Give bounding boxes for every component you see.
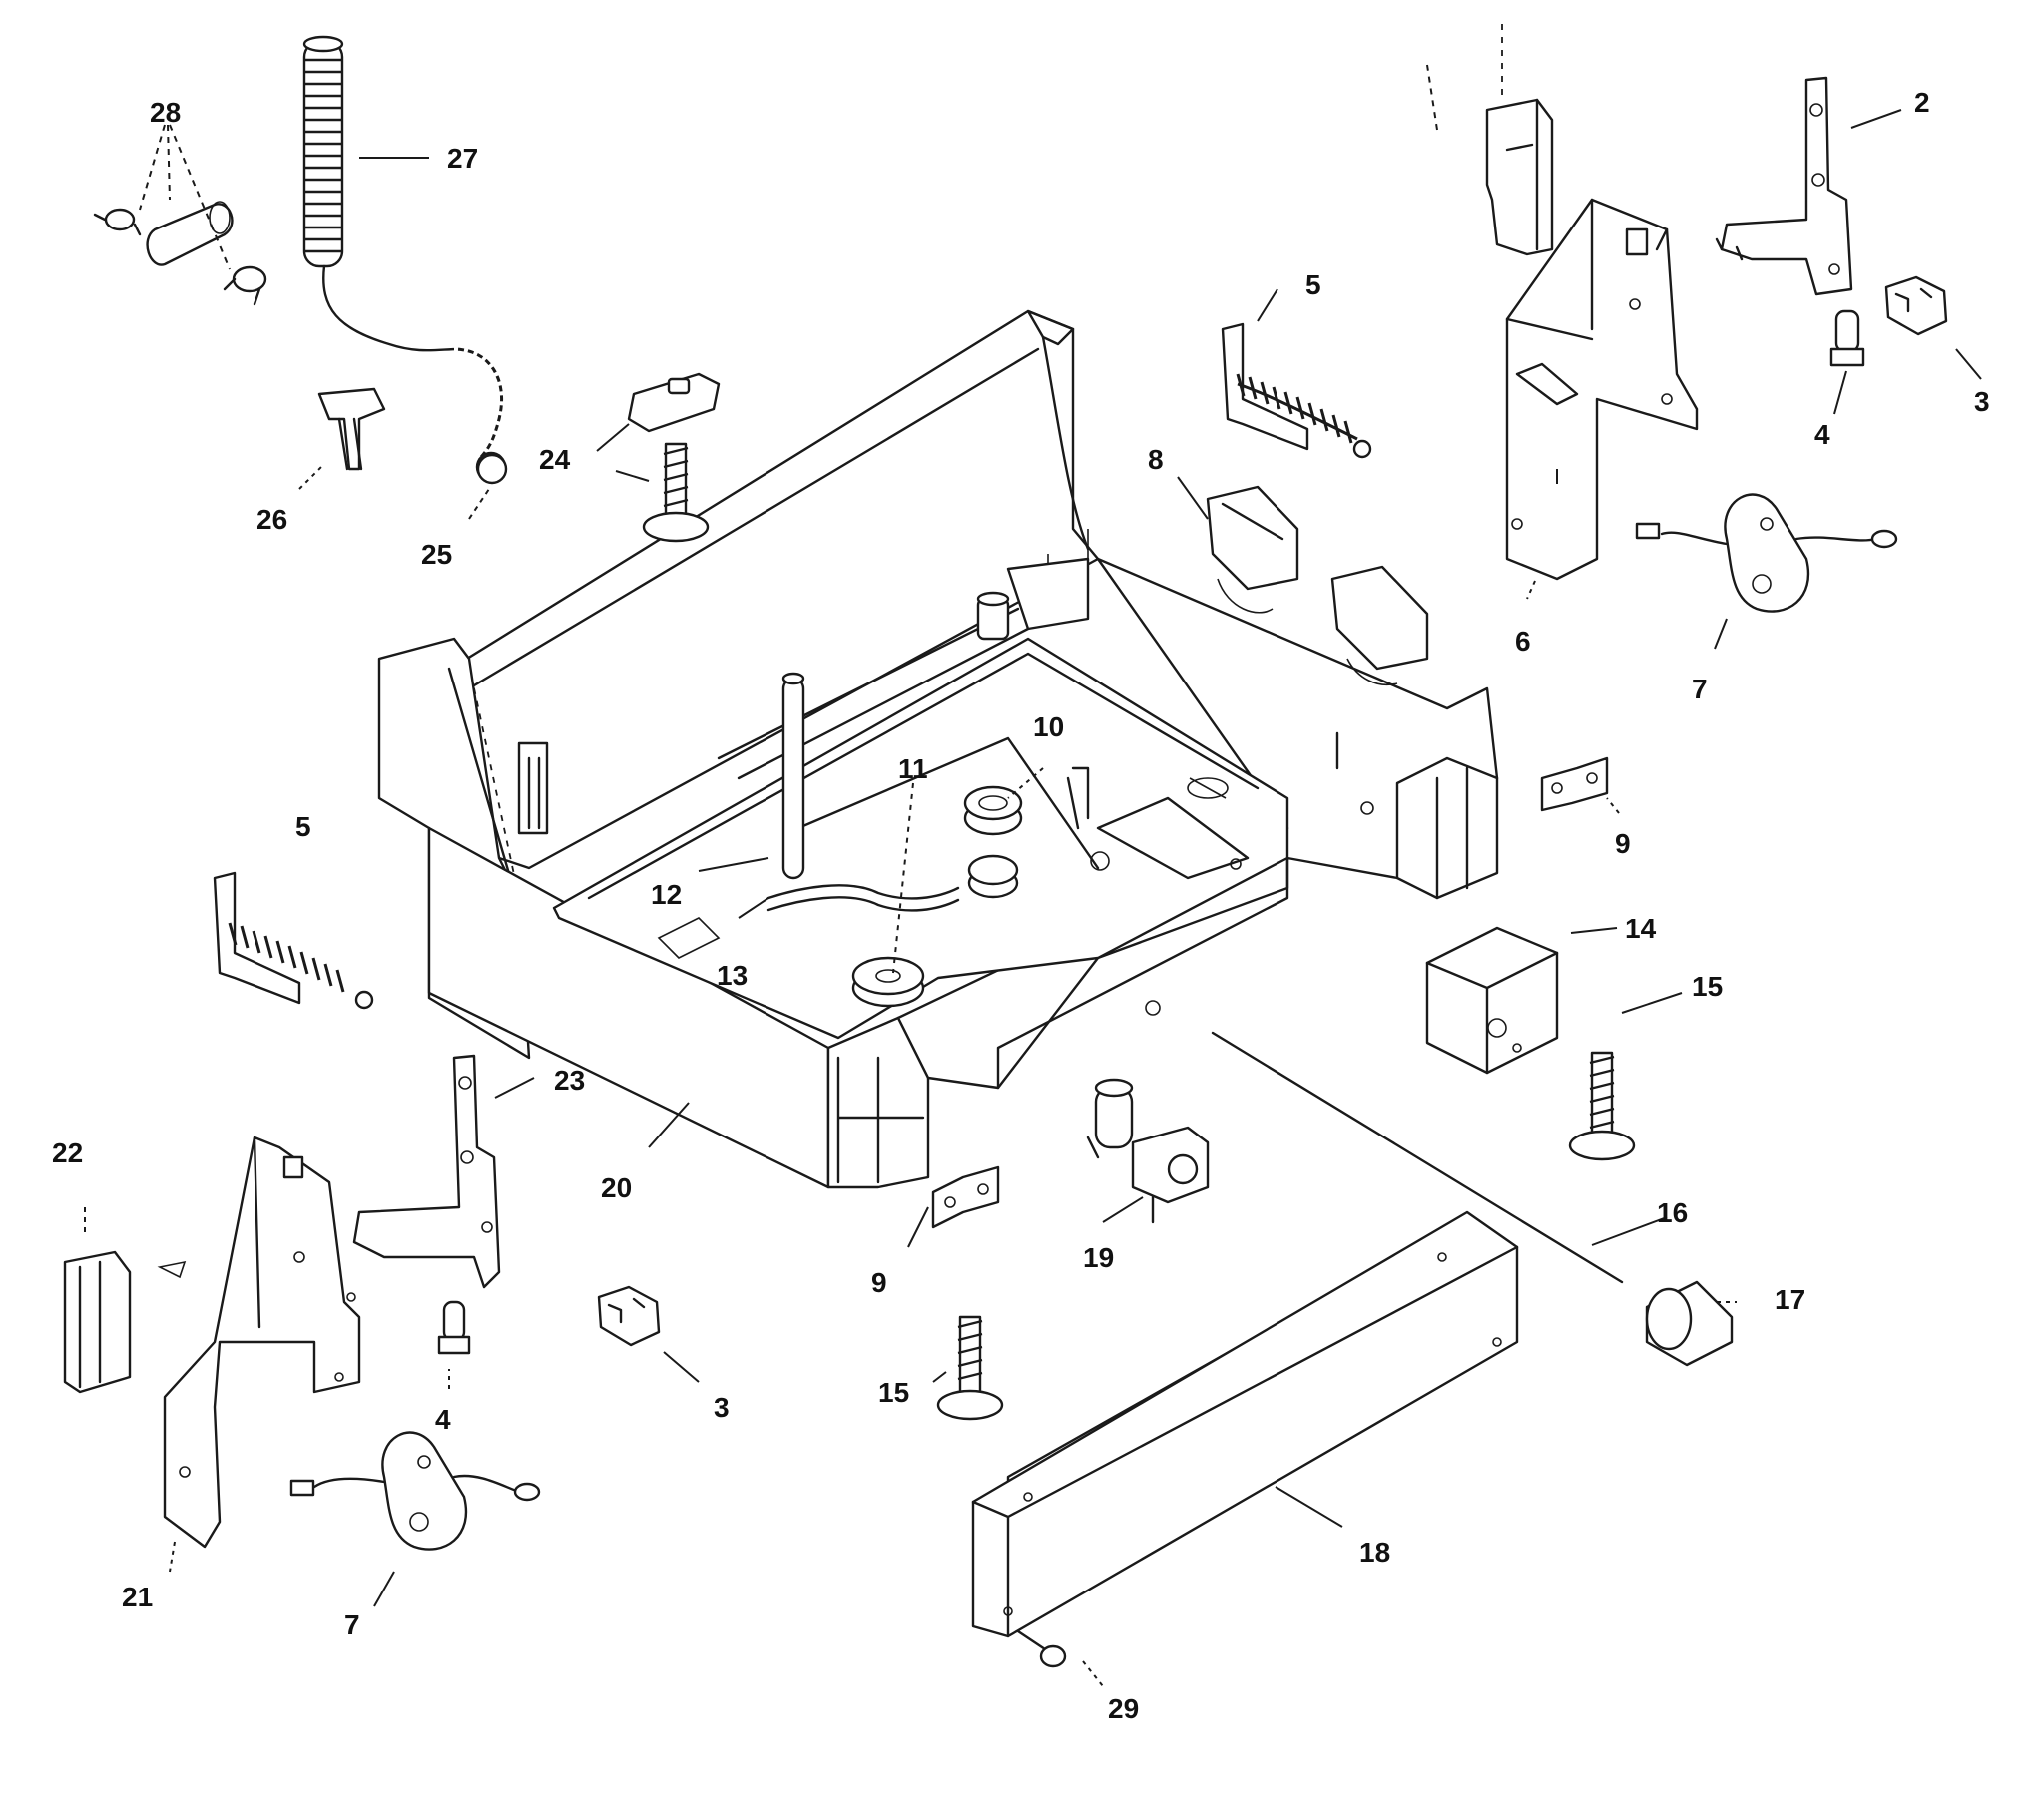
callout-20: 20 (601, 1172, 632, 1203)
latch-4-right (1829, 309, 1865, 367)
callout-13: 13 (717, 960, 748, 991)
hinge-bracket-23 (352, 1054, 501, 1289)
leveling-leg-24 (627, 372, 721, 543)
water-valve-19 (1086, 1078, 1210, 1224)
motor-7-right (1635, 493, 1898, 613)
rod-16 (1211, 1031, 1624, 1284)
spring-coil-right (1236, 373, 1353, 444)
hinge-plate-6 (1505, 198, 1699, 581)
callout-4-left: 4 (435, 1404, 451, 1435)
callout-5-left: 5 (295, 811, 311, 842)
callout-27: 27 (447, 143, 478, 174)
callout-14: 14 (1625, 913, 1657, 944)
spring-assembly-5-right (1221, 322, 1372, 459)
callout-22: 22 (52, 1137, 83, 1168)
small-bracket-9-right (1540, 756, 1609, 812)
motor-7-left (289, 1431, 541, 1551)
callout-19: 19 (1083, 1242, 1114, 1273)
callout-17: 17 (1775, 1284, 1805, 1315)
callout-8: 8 (1148, 444, 1164, 475)
clip-3-left (597, 1285, 661, 1347)
latch-4-left (437, 1300, 471, 1355)
callout-11: 11 (898, 753, 928, 784)
callout-15-right: 15 (1692, 971, 1723, 1002)
screw-29 (1016, 1629, 1067, 1668)
latch-plate-22 (63, 1250, 132, 1394)
side-bracket-1 (1485, 20, 1554, 256)
callout-6: 6 (1515, 626, 1531, 657)
leader-lines (84, 64, 1982, 1687)
callout-21: 21 (122, 1582, 153, 1612)
callout-10: 10 (1033, 711, 1064, 742)
knob-17 (1645, 1280, 1734, 1367)
callout-4-right: 4 (1814, 419, 1830, 450)
callout-24: 24 (539, 444, 571, 475)
hose-clamp-kit-28 (93, 201, 267, 306)
callout-5-right: 5 (1305, 269, 1321, 300)
hinge-bracket-2 (1715, 76, 1853, 296)
toe-panel-18 (971, 1210, 1519, 1638)
callout-7-right: 7 (1692, 674, 1708, 704)
callout-16: 16 (1657, 1197, 1688, 1228)
callout-18: 18 (1359, 1537, 1390, 1568)
spring-coil-left (228, 922, 345, 993)
callout-labels: 2 3 4 5 6 7 8 9 10 11 12 13 14 15 15 16 … (52, 87, 1990, 1724)
callout-7-left: 7 (344, 1609, 360, 1640)
clip-3-right (1884, 275, 1948, 336)
callout-3-right: 3 (1974, 386, 1990, 417)
callout-25: 25 (421, 539, 452, 570)
leveling-leg-15-right (1568, 1051, 1636, 1161)
spring-assembly-5-left (213, 871, 374, 1010)
callout-26: 26 (256, 504, 287, 535)
callout-28: 28 (150, 97, 181, 128)
callout-9-left: 9 (871, 1267, 887, 1298)
callout-9-right: 9 (1615, 828, 1631, 859)
junction-box-14 (1425, 926, 1559, 1075)
callout-3-left: 3 (714, 1392, 730, 1423)
base-frame (377, 309, 1499, 1189)
callout-29: 29 (1108, 1693, 1139, 1724)
leveling-leg-15-left (936, 1315, 1004, 1421)
gasket-25 (476, 453, 508, 485)
clip-26 (317, 387, 386, 471)
small-bracket-9-left (931, 1165, 1000, 1229)
callout-23: 23 (554, 1065, 585, 1096)
callout-2: 2 (1914, 87, 1930, 118)
callout-15-left: 15 (878, 1377, 909, 1408)
wire-connector-8 (1206, 485, 1429, 685)
callout-12: 12 (651, 879, 682, 910)
hinge-plate-21 (157, 1136, 361, 1549)
